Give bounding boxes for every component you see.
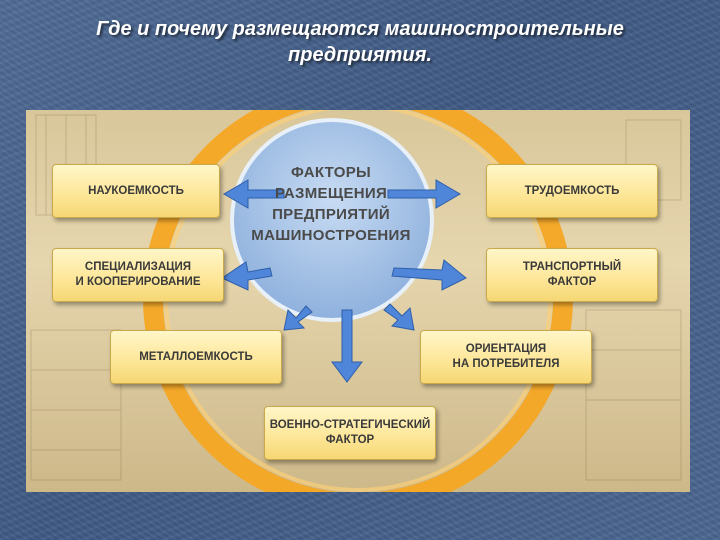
arrow-to-metal bbox=[283, 305, 313, 331]
center-circle bbox=[230, 118, 434, 322]
arrow-to-specialization bbox=[220, 261, 273, 291]
arrow-to-labor bbox=[387, 179, 461, 209]
arrow-to-military bbox=[331, 309, 363, 383]
diagram-panel: ФАКТОРЫ РАЗМЕЩЕНИЯ ПРЕДПРИЯТИЙ МАШИНОСТР… bbox=[26, 110, 690, 492]
title-line-2: предприятия. bbox=[288, 44, 432, 66]
arrow-to-transport bbox=[391, 259, 467, 291]
background-industrial-scene bbox=[30, 114, 682, 481]
arrow-to-consumer bbox=[383, 303, 415, 331]
title-line-1: Где и почему размещаются машиностроитель… bbox=[96, 18, 624, 40]
factor-box-specialization: СПЕЦИАЛИЗАЦИЯ И КООПЕРИРОВАНИЕ bbox=[52, 248, 224, 302]
factor-box-science: НАУКОЕМКОСТЬ bbox=[52, 164, 220, 218]
factor-box-military: ВОЕННО-СТРАТЕГИЧЕСКИЙ ФАКТОР bbox=[264, 406, 436, 460]
slide-title: Где и почему размещаются машиностроитель… bbox=[20, 16, 700, 68]
factor-box-transport: ТРАНСПОРТНЫЙ ФАКТОР bbox=[486, 248, 658, 302]
factor-box-labor: ТРУДОЕМКОСТЬ bbox=[486, 164, 658, 218]
factor-box-consumer: ОРИЕНТАЦИЯ НА ПОТРЕБИТЕЛЯ bbox=[420, 330, 592, 384]
center-factors-label: ФАКТОРЫ РАЗМЕЩЕНИЯ ПРЕДПРИЯТИЙ МАШИНОСТР… bbox=[251, 164, 411, 244]
factor-box-metal: МЕТАЛЛОЕМКОСТЬ bbox=[110, 330, 282, 384]
arrow-to-science bbox=[223, 179, 285, 209]
